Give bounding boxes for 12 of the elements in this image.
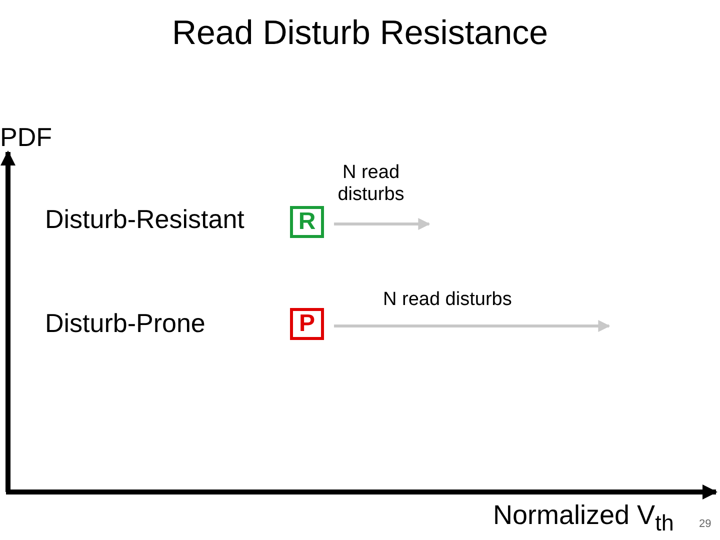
state-label: Disturb-Prone	[45, 308, 206, 339]
slide-title: Read Disturb Resistance	[170, 14, 550, 53]
page-number: 29	[699, 518, 712, 530]
edge-label: N read disturbs	[383, 289, 512, 311]
arrow	[334, 320, 610, 332]
axis-label: PDF	[0, 122, 52, 153]
arrow	[334, 218, 430, 230]
state-label: Disturb-Resistant	[45, 204, 244, 235]
letter-box: R	[290, 206, 324, 238]
letter-box: P	[290, 308, 324, 340]
edge-label: N read disturbs	[336, 162, 406, 206]
axis-label: Normalized V$_{th}$	[493, 500, 674, 536]
